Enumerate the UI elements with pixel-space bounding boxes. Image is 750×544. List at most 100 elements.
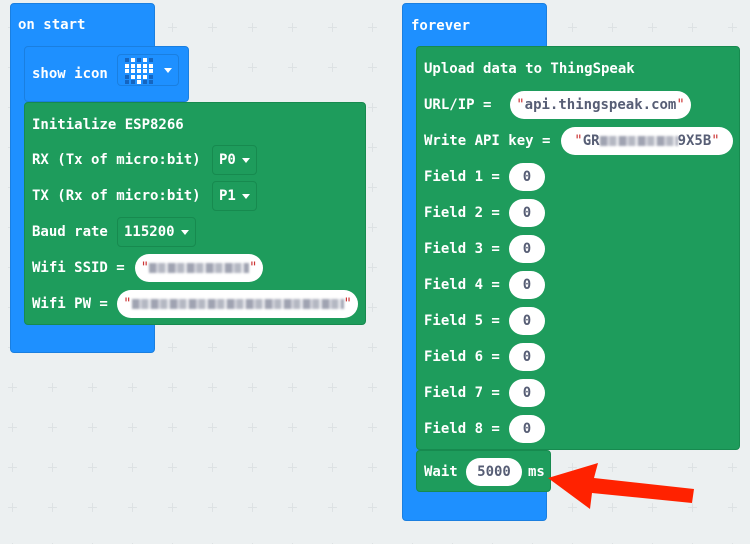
grid-cross (328, 423, 337, 432)
initialize-esp8266-block[interactable]: Initialize ESP8266 RX (Tx of micro:bit) … (24, 102, 366, 325)
wait-block[interactable]: Wait 5000 ms (416, 450, 551, 492)
grid-cross (288, 343, 297, 352)
wifi-ssid-input[interactable]: "" (135, 254, 263, 282)
grid-cross (128, 503, 137, 512)
led-on (137, 63, 141, 68)
led-on (143, 69, 147, 73)
grid-cross (648, 503, 657, 512)
field-label: Field 5 = (424, 313, 500, 329)
wait-value: 5000 (477, 464, 511, 480)
baud-rate-dropdown[interactable]: 115200 (117, 217, 196, 247)
upload-title: Upload data to ThingSpeak (424, 61, 635, 77)
led-off (149, 80, 153, 84)
grid-cross (688, 23, 697, 32)
led-off (131, 80, 135, 84)
api-key-label: Write API key = (424, 133, 551, 149)
grid-cross (728, 23, 737, 32)
grid-cross (248, 23, 257, 32)
forever-label: forever (411, 18, 471, 34)
grid-cross (88, 383, 97, 392)
upload-thingspeak-block[interactable]: Upload data to ThingSpeak URL/IP = "api.… (416, 46, 740, 450)
show-icon-block[interactable]: show icon (24, 46, 189, 102)
redacted-ssid (149, 263, 249, 273)
grid-cross (568, 503, 577, 512)
grid-cross (248, 423, 257, 432)
wait-ms-input[interactable]: 5000 (466, 458, 522, 486)
grid-cross (368, 23, 377, 32)
grid-cross (8, 463, 17, 472)
grid-cross (128, 463, 137, 472)
grid-cross (368, 183, 377, 192)
baud-rate-value: 115200 (124, 224, 175, 240)
field-value: 0 (522, 241, 532, 257)
grid-cross (168, 23, 177, 32)
grid-cross (208, 383, 217, 392)
field-value: 0 (522, 385, 532, 401)
grid-cross (368, 303, 377, 312)
tx-pin-value: P1 (219, 188, 236, 204)
field-value-input[interactable]: 0 (509, 307, 545, 335)
grid-cross (328, 63, 337, 72)
grid-cross (328, 503, 337, 512)
led-off (149, 58, 153, 62)
wait-unit-label: ms (528, 464, 545, 480)
icon-picker-dropdown[interactable] (117, 54, 179, 86)
field-label: Field 6 = (424, 349, 500, 365)
grid-cross (8, 383, 17, 392)
grid-cross (608, 23, 617, 32)
grid-cross (688, 463, 697, 472)
grid-cross (168, 343, 177, 352)
led-off (125, 58, 129, 62)
field-label: Field 2 = (424, 205, 500, 221)
field-value-input[interactable]: 0 (509, 163, 545, 191)
grid-cross (328, 343, 337, 352)
grid-cross (288, 23, 297, 32)
grid-cross (8, 503, 17, 512)
field-value-input[interactable]: 0 (509, 343, 545, 371)
grid-cross (168, 423, 177, 432)
rx-pin-dropdown[interactable]: P0 (212, 145, 257, 175)
field-value-input[interactable]: 0 (509, 199, 545, 227)
grid-cross (328, 383, 337, 392)
grid-cross (288, 503, 297, 512)
grid-cross (608, 503, 617, 512)
grid-cross (368, 143, 377, 152)
grid-cross (48, 423, 57, 432)
led-on (149, 69, 153, 73)
led-off (125, 74, 129, 79)
field-value-input[interactable]: 0 (509, 379, 545, 407)
led-on (131, 58, 135, 62)
grid-cross (168, 383, 177, 392)
grid-cross (248, 63, 257, 72)
url-input[interactable]: "api.thingspeak.com" (510, 91, 691, 119)
grid-cross (48, 463, 57, 472)
grid-cross (208, 463, 217, 472)
led-on (143, 58, 147, 62)
field-value-input[interactable]: 0 (509, 415, 545, 443)
grid-cross (208, 503, 217, 512)
field-label: Field 3 = (424, 241, 500, 257)
heart-icon (125, 58, 155, 84)
grid-cross (368, 343, 377, 352)
grid-cross (288, 63, 297, 72)
grid-cross (48, 503, 57, 512)
field-value: 0 (522, 277, 532, 293)
api-key-suffix: 9X5B (677, 133, 712, 149)
wifi-pw-input[interactable]: "" (117, 290, 358, 318)
field-value-input[interactable]: 0 (509, 271, 545, 299)
led-on (137, 69, 141, 73)
grid-cross (568, 23, 577, 32)
chevron-down-icon (164, 68, 172, 73)
arrow-icon (548, 463, 694, 509)
grid-cross (368, 263, 377, 272)
tx-pin-dropdown[interactable]: P1 (212, 181, 257, 211)
field-value-input[interactable]: 0 (509, 235, 545, 263)
grid-cross (128, 423, 137, 432)
led-on (131, 74, 135, 79)
led-off (137, 58, 141, 62)
wifi-ssid-label: Wifi SSID = (32, 260, 125, 276)
field-label: Field 4 = (424, 277, 500, 293)
url-label: URL/IP = (424, 97, 492, 113)
grid-cross (328, 463, 337, 472)
